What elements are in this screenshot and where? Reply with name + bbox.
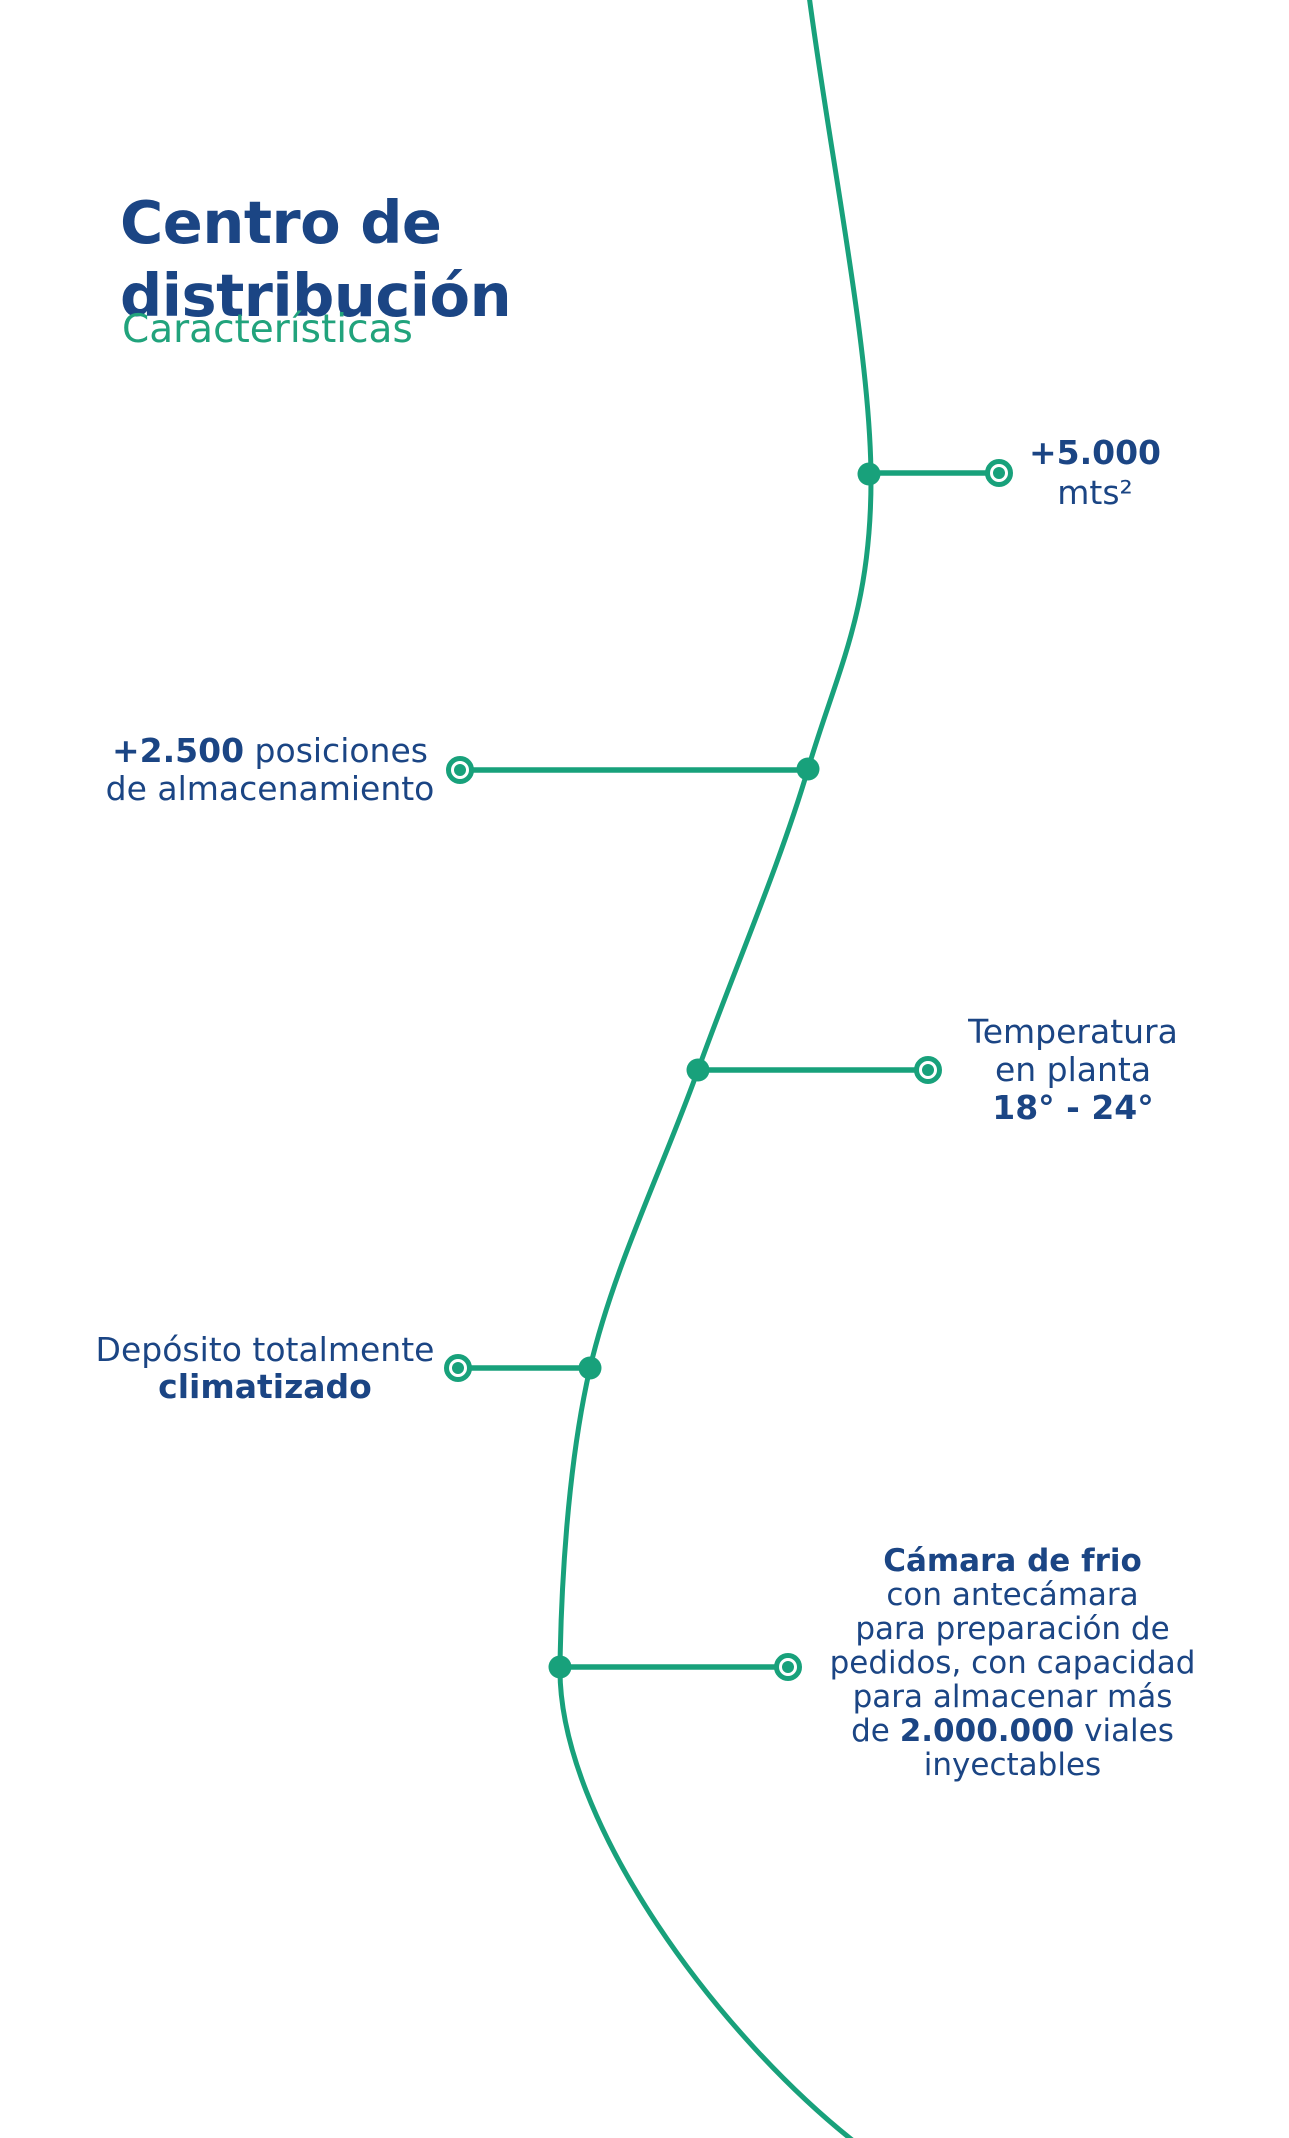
feature-plant-temperature: Temperatura en planta 18° - 24° <box>953 1013 1193 1127</box>
feature-line: para preparación de <box>855 1611 1170 1647</box>
feature-line: climatizado <box>158 1367 372 1406</box>
node-dot-coldroom <box>548 1655 572 1679</box>
ring-marker-temperature <box>914 1056 942 1084</box>
node-dot-area <box>857 462 881 486</box>
feature-area: +5.000 mts² <box>1015 433 1175 513</box>
feature-cold-room: Cámara de frio con antecámara para prepa… <box>815 1544 1210 1782</box>
node-dot-temperature <box>686 1058 710 1082</box>
node-dot-warehouse <box>578 1356 602 1380</box>
feature-line: Temperatura <box>968 1012 1178 1051</box>
page-title: Centro de distribución <box>120 187 512 330</box>
page-subtitle: Características <box>122 307 413 352</box>
feature-line: inyectables <box>923 1747 1102 1783</box>
feature-line: en planta <box>994 1050 1152 1089</box>
feature-line: para almacenar más <box>852 1679 1173 1715</box>
feature-line: de almacenamiento <box>105 769 435 808</box>
feature-line: pedidos, con capacidad <box>829 1645 1196 1681</box>
node-dot-positions <box>796 757 820 781</box>
feature-line: Depósito totalmente <box>95 1330 435 1369</box>
feature-line: mts² <box>1057 473 1133 512</box>
feature-line: +5.000 <box>1028 433 1162 472</box>
feature-line: Cámara de frio <box>883 1543 1142 1579</box>
feature-climatized-warehouse: Depósito totalmente climatizado <box>85 1331 445 1405</box>
feature-line: de 2.000.000 viales <box>851 1713 1174 1749</box>
feature-storage-positions: +2.500 posiciones de almacenamiento <box>85 732 455 808</box>
feature-line: 18° - 24° <box>992 1088 1154 1127</box>
ring-marker-area <box>985 459 1013 487</box>
feature-line: con antecámara <box>886 1577 1139 1613</box>
feature-line: +2.500 posiciones <box>112 731 428 770</box>
ring-marker-warehouse <box>444 1354 472 1382</box>
ring-marker-positions <box>446 756 474 784</box>
ring-marker-coldroom <box>774 1653 802 1681</box>
